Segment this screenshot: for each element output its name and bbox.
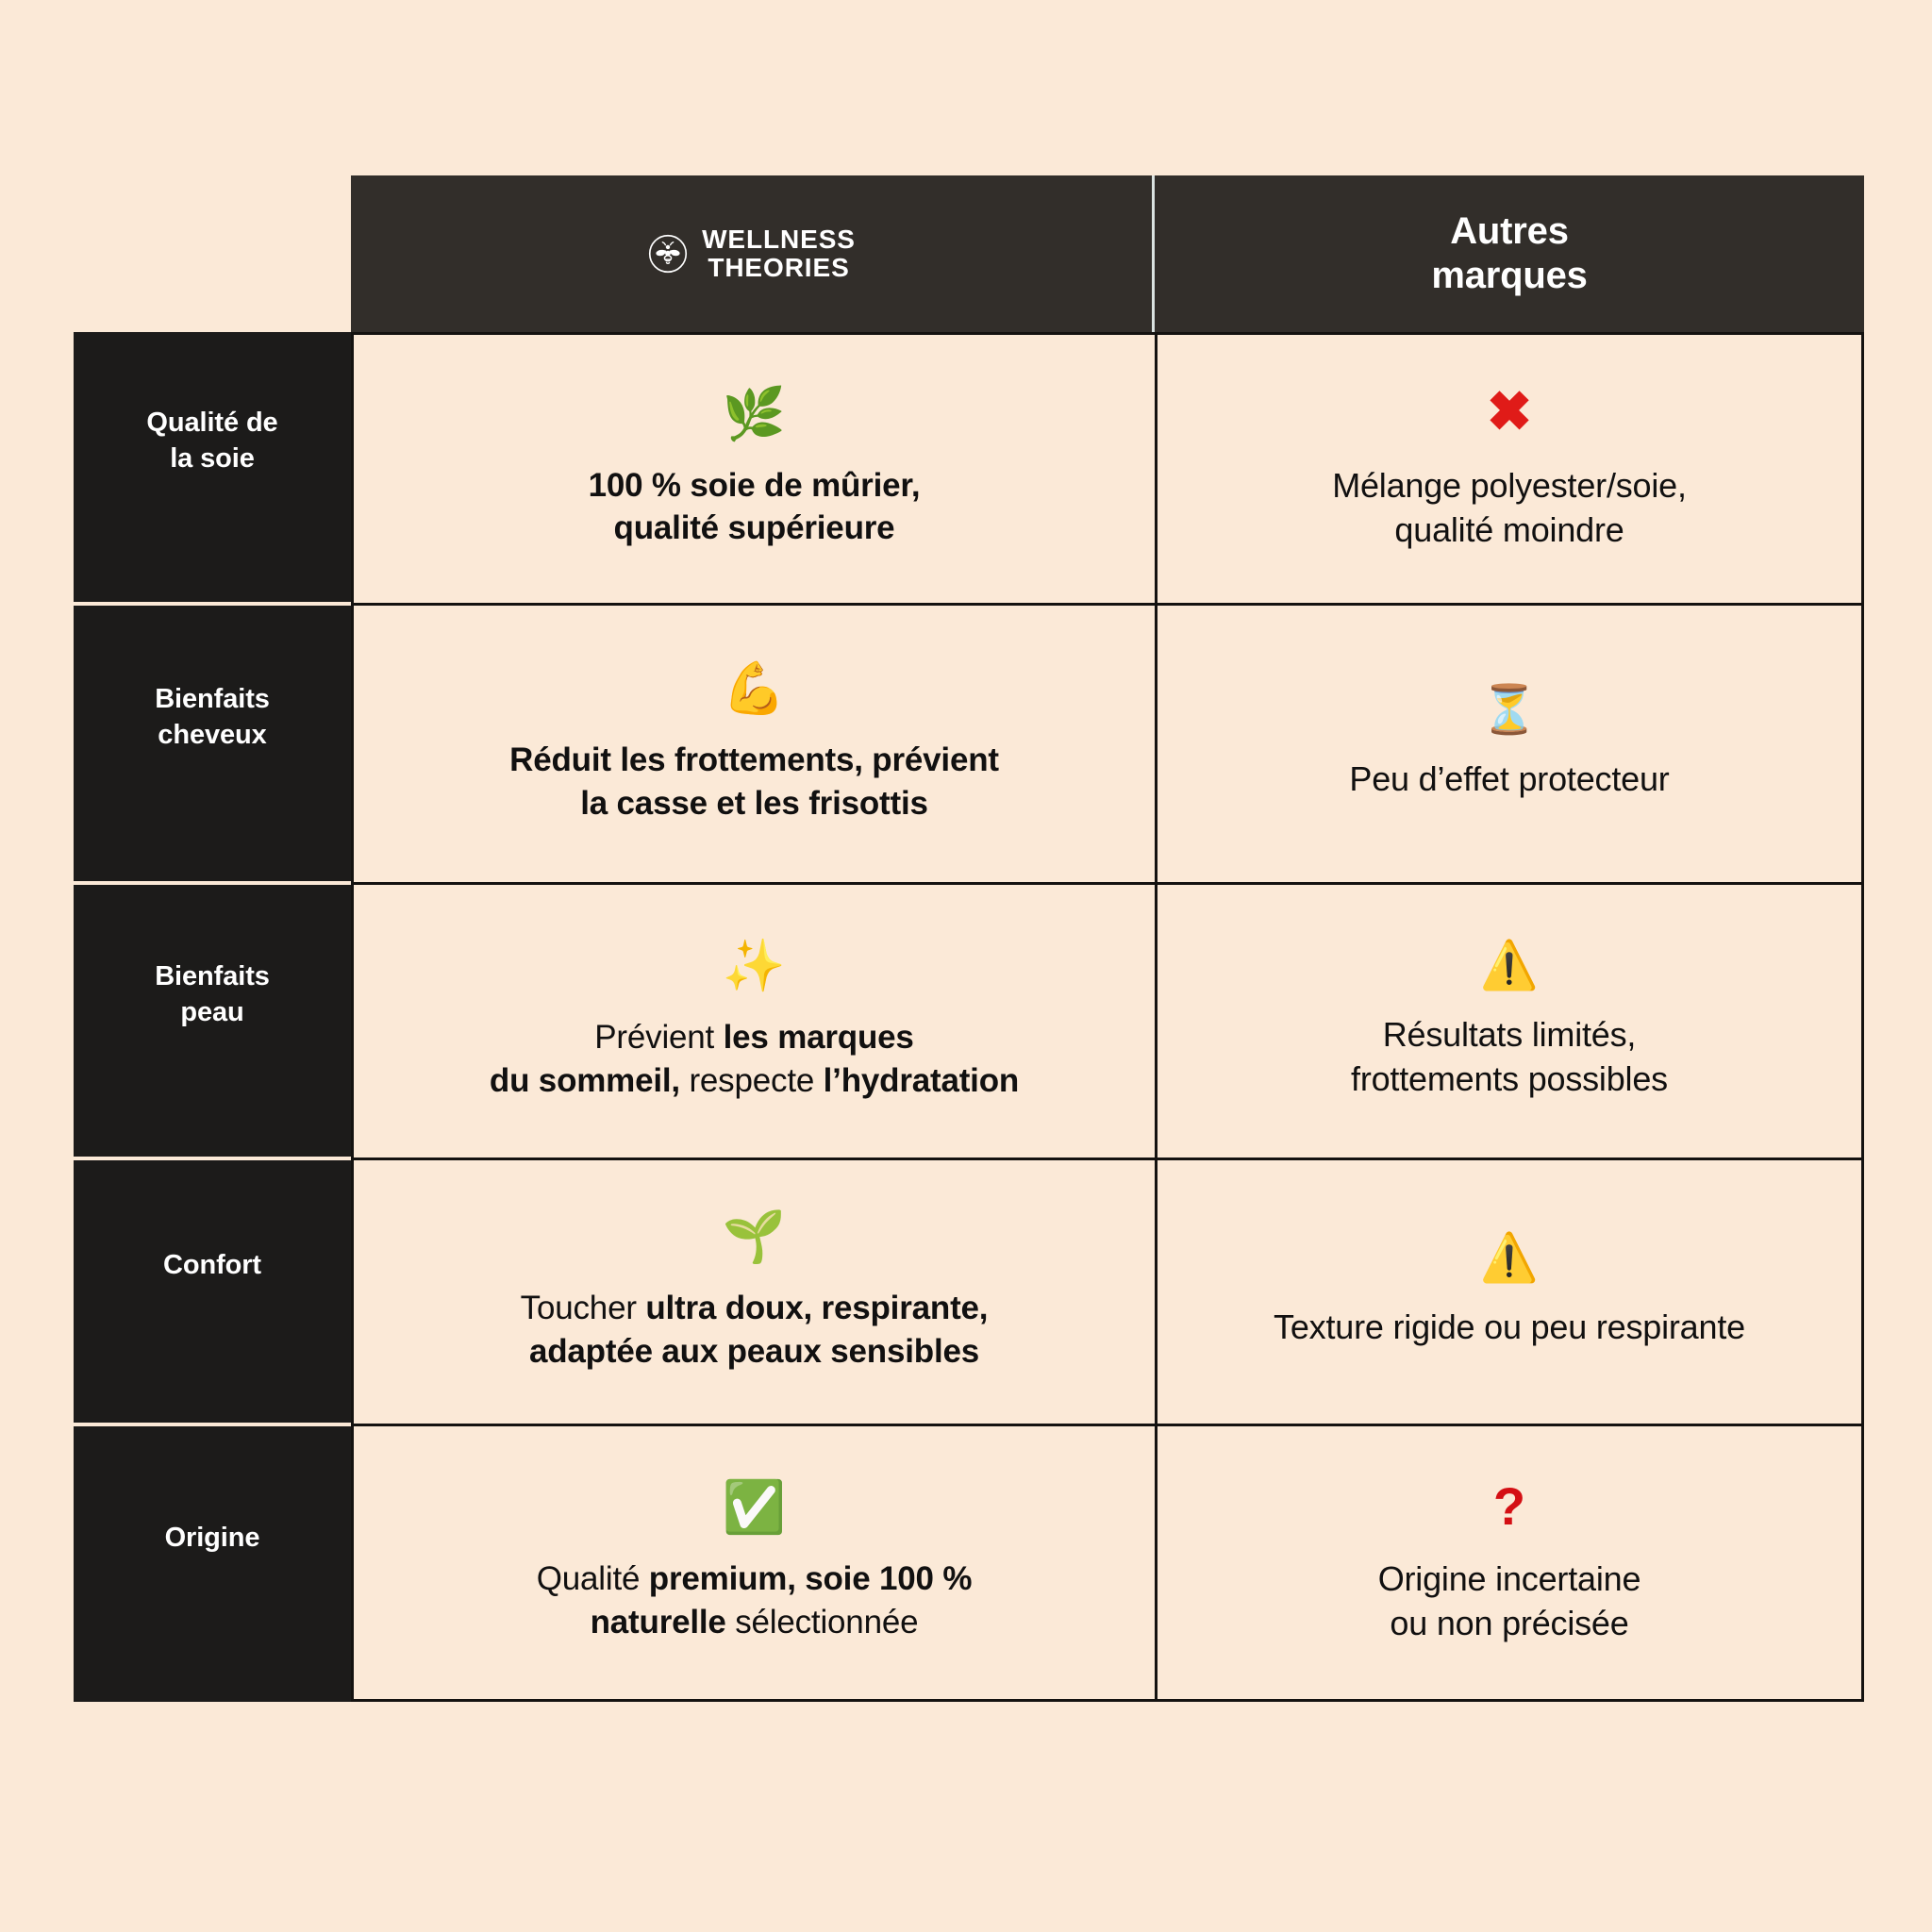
cell-brand-text: 100 % soie de mûrier,qualité supérieure bbox=[588, 466, 921, 547]
cell-brand-confort: 🌱 Toucher ultra doux, respirante,adaptée… bbox=[351, 1160, 1155, 1426]
brand-logo-line2: THEORIES bbox=[708, 253, 850, 282]
header-other-line1: Autres bbox=[1450, 209, 1569, 252]
seedling-icon: 🌱 bbox=[722, 1207, 787, 1266]
cell-other-line2: qualité moindre bbox=[1394, 510, 1624, 549]
warning-icon: ⚠️ bbox=[1479, 937, 1540, 992]
row-label-line1: Qualité de bbox=[146, 408, 278, 439]
red-cross-mark-icon: ✖ bbox=[1486, 381, 1533, 443]
cell-other-text: Peu d’effet protecteur bbox=[1349, 759, 1670, 799]
row-label-origine: Origine bbox=[74, 1426, 351, 1702]
brand-logo-wordmark: WELLNESS THEORIES bbox=[702, 225, 856, 281]
row-label-line1: Origine bbox=[164, 1523, 260, 1554]
row-label-line2: cheveux bbox=[158, 720, 267, 750]
header-other-cell: Autres marques bbox=[1155, 175, 1864, 332]
header-spacer-cell bbox=[74, 175, 351, 332]
brand-logo-lockup: WELLNESS THEORIES bbox=[647, 225, 856, 281]
cell-other-bienfaits-peau: ⚠️ Résultats limités, frottements possib… bbox=[1155, 885, 1864, 1160]
bee-in-circle-icon bbox=[649, 234, 688, 274]
cell-other-line1: Résultats limités, bbox=[1382, 1014, 1637, 1054]
cell-other-line1: Origine incertaine bbox=[1377, 1558, 1641, 1598]
row-label-qualite-de-la-soie: Qualité de la soie bbox=[74, 332, 351, 606]
cell-other-text: Origine incertaine ou non précisée bbox=[1378, 1557, 1641, 1646]
header-other-line2: marques bbox=[1431, 255, 1588, 296]
row-label-line1: Confort bbox=[163, 1250, 261, 1281]
warning-icon: ⚠️ bbox=[1479, 1230, 1540, 1286]
row-label-line2: la soie bbox=[170, 443, 255, 474]
cell-other-bienfaits-cheveux: ⏳ Peu d’effet protecteur bbox=[1155, 606, 1864, 885]
row-label-line1: Bienfaits bbox=[155, 684, 270, 715]
red-question-mark-icon: ? bbox=[1492, 1475, 1526, 1536]
row-label-bienfaits-cheveux: Bienfaits cheveux bbox=[74, 606, 351, 885]
flexed-biceps-icon: 💪 bbox=[722, 658, 787, 718]
cell-other-confort: ⚠️ Texture rigide ou peu respirante bbox=[1155, 1160, 1864, 1426]
cell-brand-text: Toucher ultra doux, respirante,adaptée a… bbox=[520, 1290, 989, 1370]
cell-brand-origine: ✅ Qualité premium, soie 100 %naturelle s… bbox=[351, 1426, 1155, 1702]
header-brand-cell: WELLNESS THEORIES bbox=[351, 175, 1155, 332]
cell-other-origine: ? Origine incertaine ou non précisée bbox=[1155, 1426, 1864, 1702]
row-label-bienfaits-peau: Bienfaits peau bbox=[74, 885, 351, 1160]
row-label-line2: peau bbox=[180, 997, 244, 1027]
hourglass-icon: ⏳ bbox=[1479, 682, 1540, 738]
cell-other-qualite-de-la-soie: ✖ Mélange polyester/soie, qualité moindr… bbox=[1155, 332, 1864, 606]
header-other-title: Autres marques bbox=[1431, 209, 1588, 298]
cell-other-text: Texture rigide ou peu respirante bbox=[1274, 1307, 1745, 1347]
cell-other-line2: frottements possibles bbox=[1351, 1058, 1668, 1098]
cell-other-text: Résultats limités, frottements possibles bbox=[1351, 1013, 1668, 1102]
comparison-table: WELLNESS THEORIES Autres marques Qualité… bbox=[74, 175, 1864, 1702]
row-label-line1: Bienfaits bbox=[155, 961, 270, 992]
row-label-confort: Confort bbox=[74, 1160, 351, 1426]
cell-brand-text: Qualité premium, soie 100 %naturelle sél… bbox=[536, 1560, 973, 1641]
cell-other-line1: Mélange polyester/soie, bbox=[1332, 466, 1687, 506]
sparkles-icon: ✨ bbox=[722, 936, 787, 995]
cell-other-line2: ou non précisée bbox=[1390, 1603, 1629, 1642]
brand-logo-line1: WELLNESS bbox=[702, 225, 856, 255]
cell-other-text: Mélange polyester/soie, qualité moindre bbox=[1332, 464, 1687, 553]
herb-icon: 🌿 bbox=[722, 383, 787, 443]
check-mark-button-icon: ✅ bbox=[722, 1477, 787, 1537]
cell-brand-qualite-de-la-soie: 🌿 100 % soie de mûrier,qualité supérieur… bbox=[351, 332, 1155, 606]
